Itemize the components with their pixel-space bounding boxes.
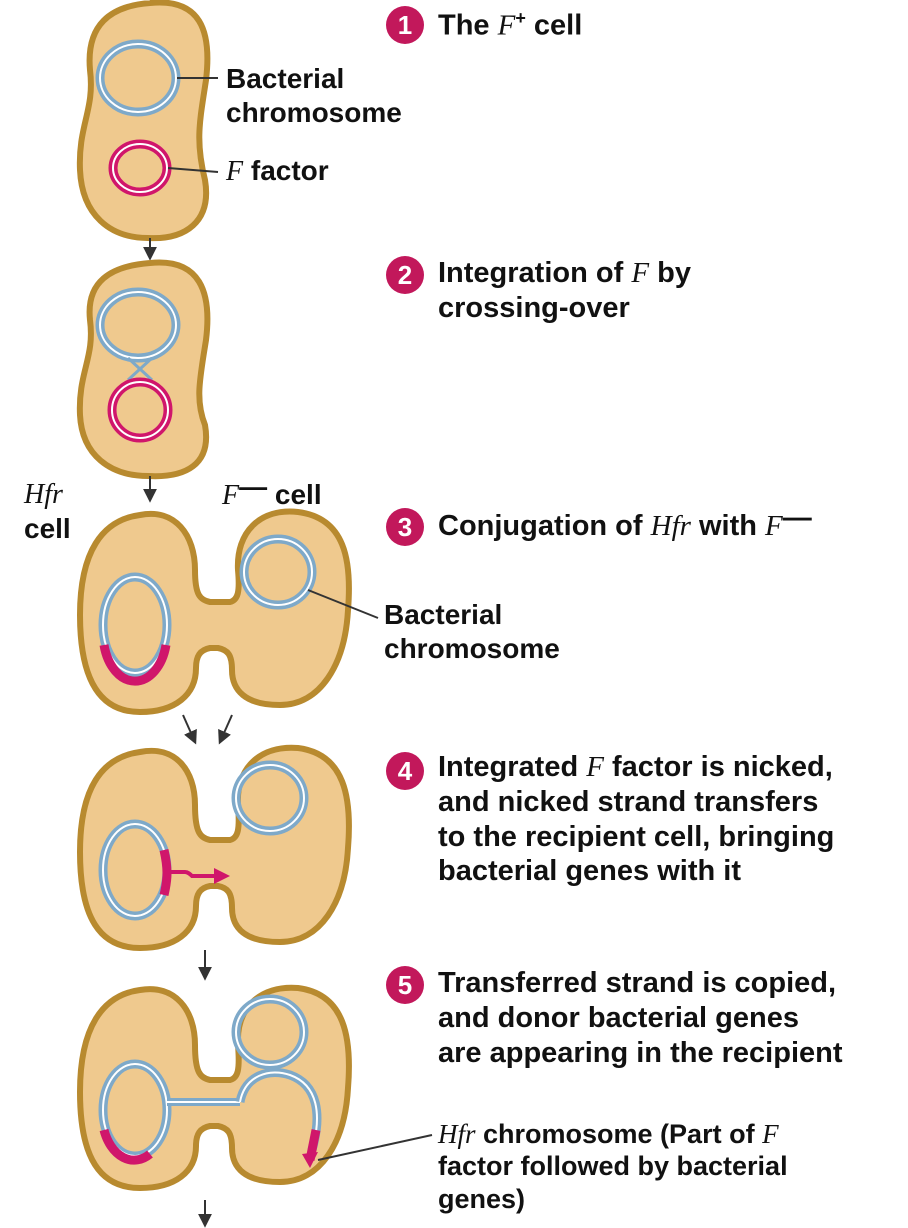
step-4-badge: 4 xyxy=(386,752,424,790)
step-3-text: Conjugation of Hfr with F— xyxy=(438,509,812,544)
label-bacterial: Bacterial xyxy=(226,62,402,96)
label-chromosome: chromosome xyxy=(226,96,402,130)
f-plus-cell xyxy=(80,2,208,238)
step-5-text: Transferred strand is copied, and donor … xyxy=(438,966,843,1070)
step-2-text: Integration of F by crossing-over xyxy=(438,256,691,326)
conjugation-cell-pair xyxy=(80,512,349,712)
step-5-badge: 5 xyxy=(386,966,424,1004)
step-4-text: Integrated F factor is nicked, and nicke… xyxy=(438,750,834,889)
step-3-badge: 3 xyxy=(386,508,424,546)
arrow-step3-to-step4-right xyxy=(220,715,232,742)
label-cell: cell xyxy=(24,512,71,546)
bacterial-chromosome-label-1: Bacterial chromosome xyxy=(226,62,402,129)
bacterial-chromosome-label-3: Bacterial chromosome xyxy=(384,598,560,665)
step-1-text: The F+ cell xyxy=(438,8,582,43)
step-2-badge: 2 xyxy=(386,256,424,294)
f-minus-cell-label: F— cell xyxy=(222,478,322,513)
label-hfr: Hfr xyxy=(24,478,71,512)
f-factor-label: F factor xyxy=(226,154,329,189)
step-1-badge: 1 xyxy=(386,6,424,44)
transfer-cell-pair xyxy=(80,748,349,948)
hfr-cell-label: Hfr cell xyxy=(24,478,71,545)
nicked-f-segment-4 xyxy=(164,850,167,895)
hfr-chromosome-label: Hfr chromosome (Part of F factor followe… xyxy=(438,1118,788,1215)
arrow-step3-to-step4-left xyxy=(183,715,195,742)
